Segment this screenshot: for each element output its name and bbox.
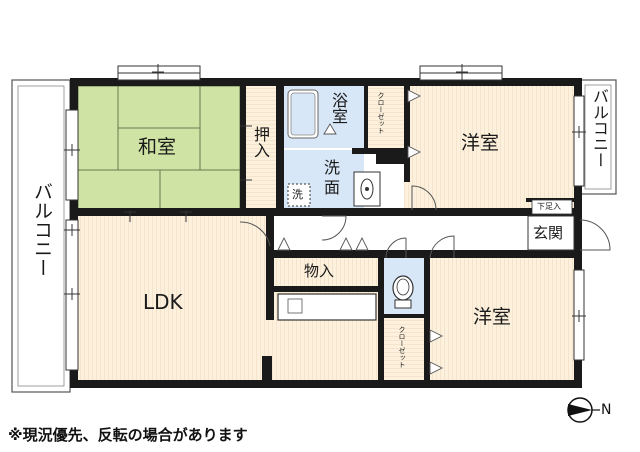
room-label-yoshitsu-upper: 洋室 xyxy=(461,132,500,154)
room-label-monoire: 物入 xyxy=(304,262,335,280)
room-label-balcony-left: バルコニー xyxy=(31,182,53,277)
disclaimer-note: ※現況優先、反転の場合があります xyxy=(8,426,248,444)
room-label-washitsu: 和室 xyxy=(138,136,177,158)
yoshitsu-upper-floor xyxy=(404,86,574,210)
senmen-char-2: 面 xyxy=(324,178,341,197)
room-label-genkan: 玄関 xyxy=(533,224,564,242)
north-arrow-icon xyxy=(567,397,600,423)
monoire-floor xyxy=(274,258,378,286)
room-label-sentakuki: 洗 xyxy=(292,188,303,201)
room-label-closet-bottom: クローゼット xyxy=(398,326,406,368)
hall-floor xyxy=(274,216,530,250)
genkan-floor xyxy=(530,216,574,252)
room-label-getabako: 下足入 xyxy=(537,202,561,211)
yoshitsu-lower-floor xyxy=(430,258,574,380)
balcony-left-area xyxy=(11,79,71,393)
senmen-char-1: 洗 xyxy=(324,158,341,177)
room-label-yoshitsu-lower: 洋室 xyxy=(473,306,512,328)
washer-spot xyxy=(287,183,311,207)
room-label-closet-top: クローゼット xyxy=(377,92,385,134)
basin xyxy=(353,171,381,207)
room-label-yokushitsu: 浴室 xyxy=(329,92,348,124)
room-label-ldk: LDK xyxy=(143,290,183,314)
tatami-area xyxy=(78,86,240,210)
balcony-right-area xyxy=(579,79,617,195)
room-label-senmen: 洗面 xyxy=(324,158,358,198)
walls xyxy=(70,78,582,388)
room-label-balcony-right: バルコニー xyxy=(590,88,609,168)
room-label-oshiire: 押入 xyxy=(251,126,270,158)
north-label: N xyxy=(601,402,612,418)
closet-bottom-floor xyxy=(384,318,428,380)
oshiire-floor xyxy=(246,86,276,210)
closet-top-floor xyxy=(364,86,404,148)
getabako-box xyxy=(531,199,573,215)
genkan-step xyxy=(527,215,575,251)
